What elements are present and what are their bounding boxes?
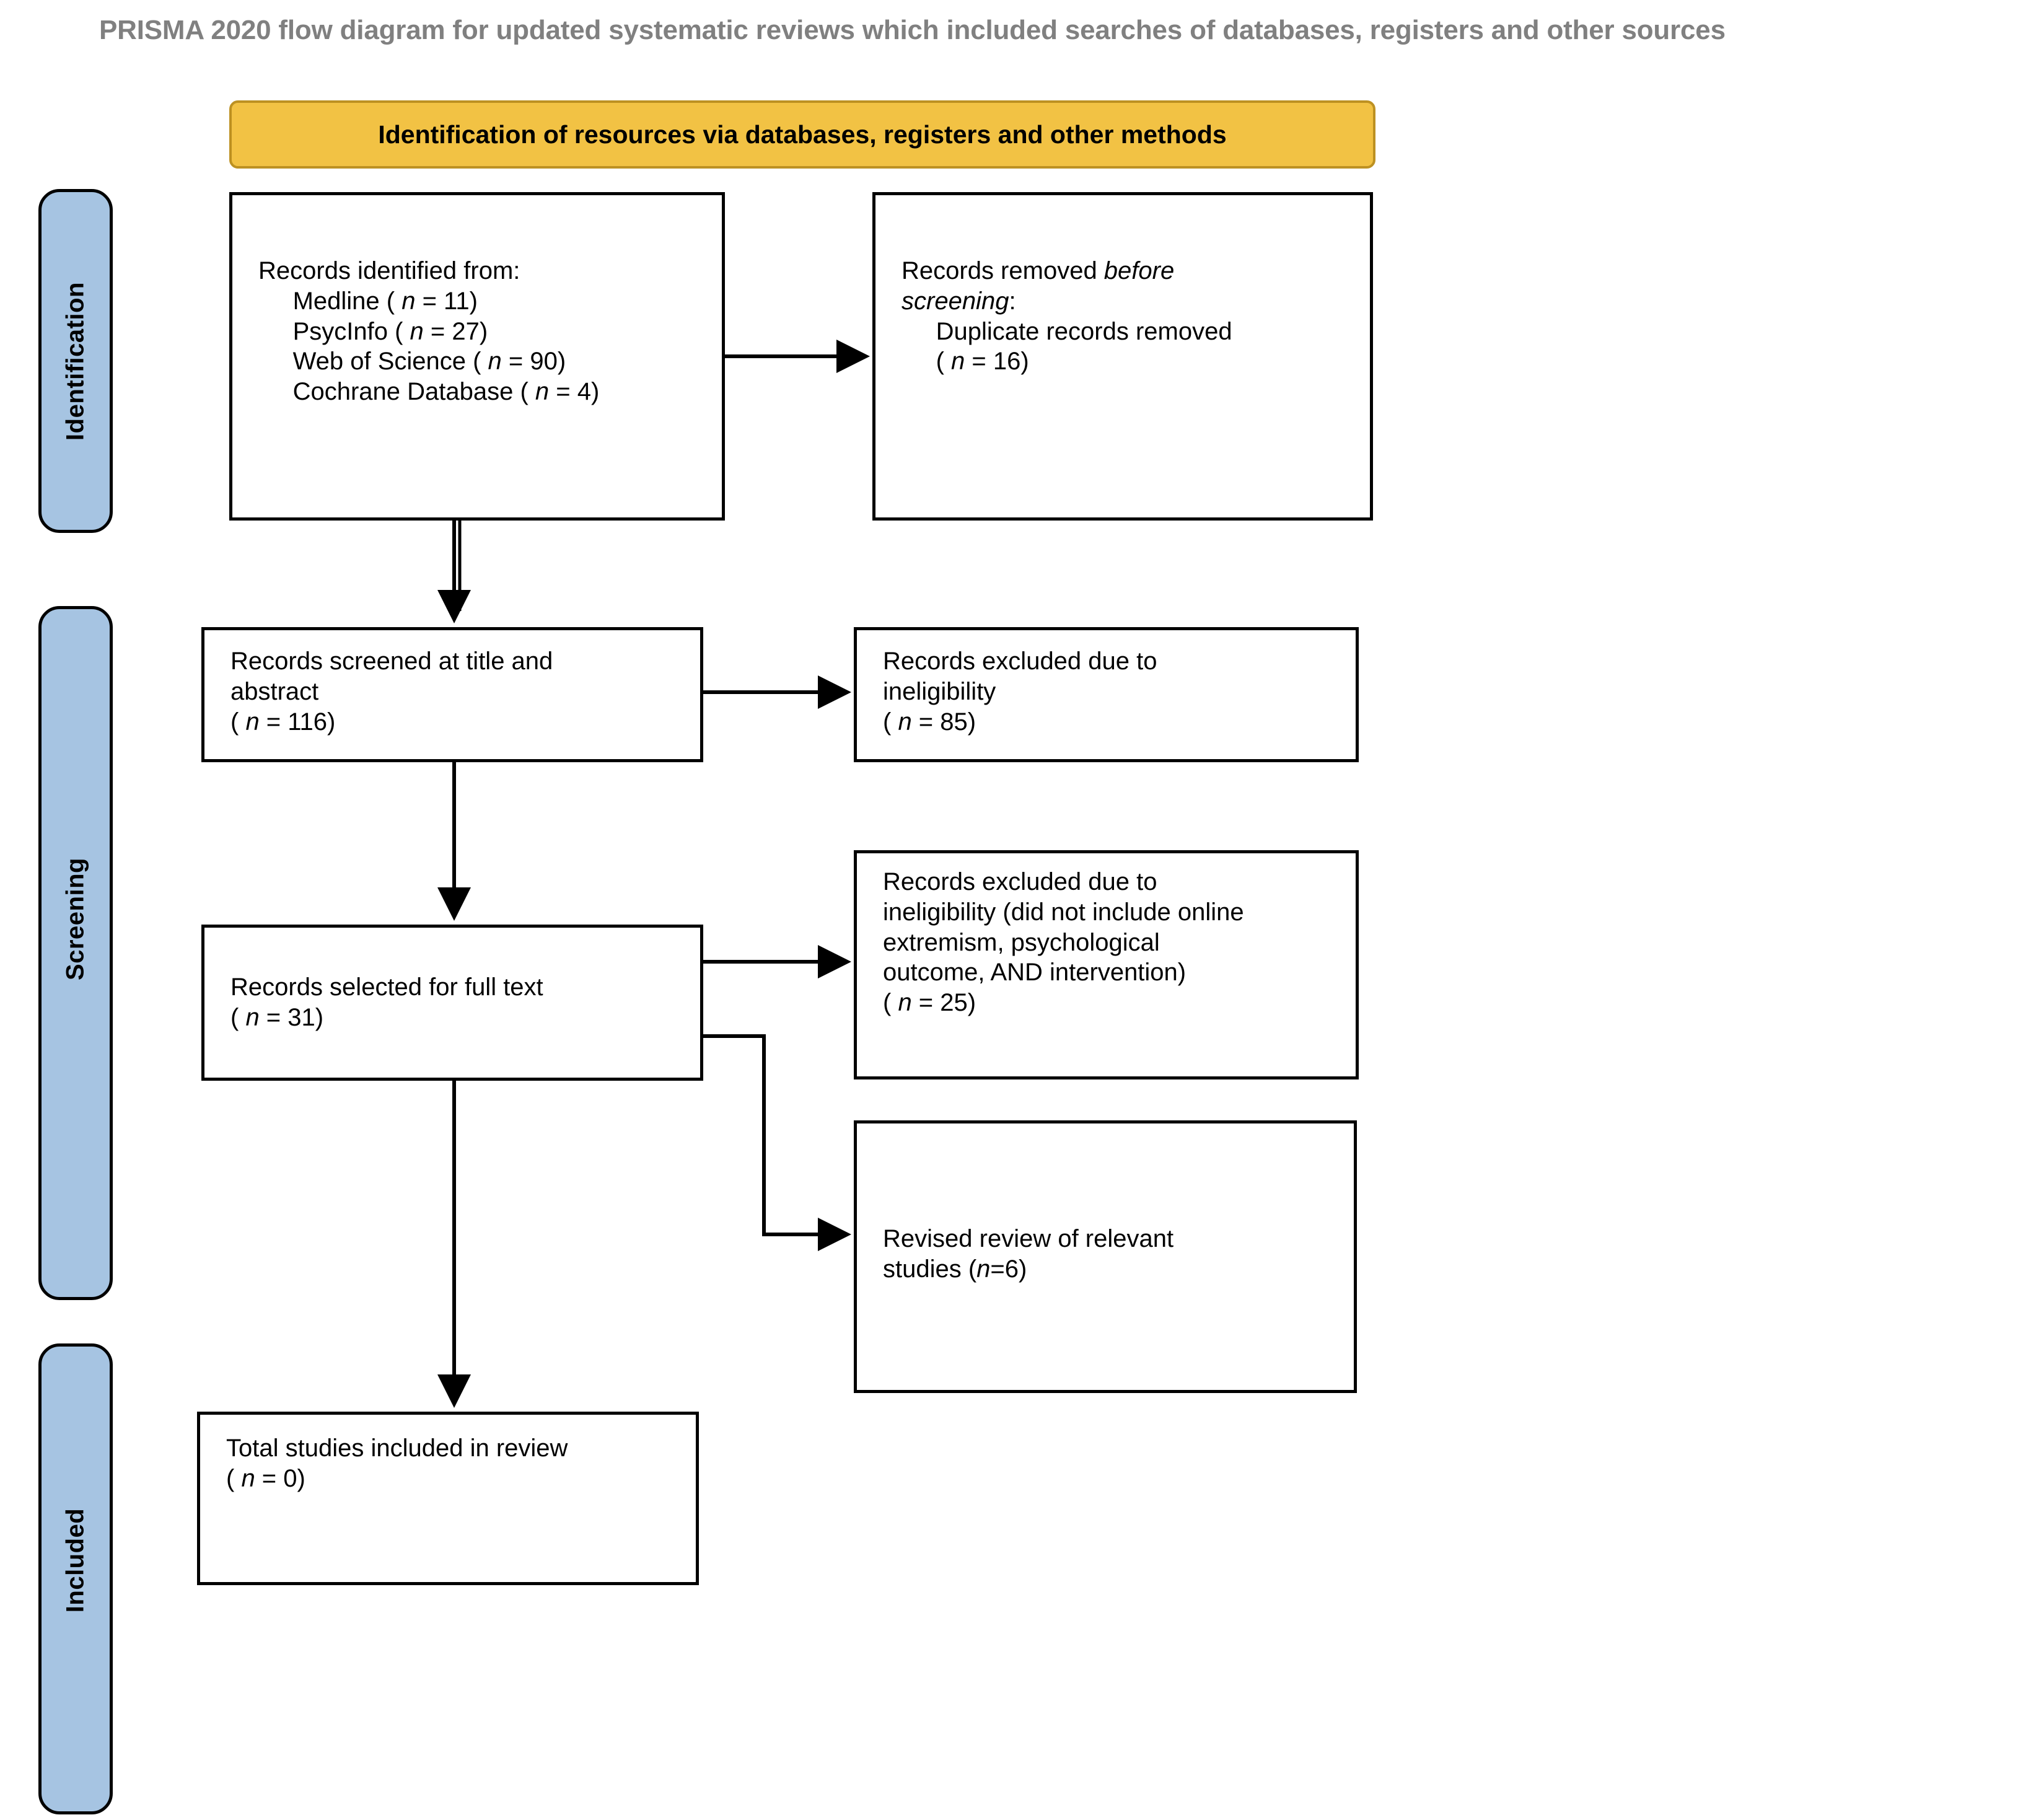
box-records-removed: Records removed before screening: Duplic… [872, 192, 1373, 521]
edge-fulltext-to-revised [703, 1034, 851, 1251]
box-records-excluded-2: Records excluded due to ineligibility (d… [854, 850, 1359, 1079]
box-records-excluded-1-text: Records excluded due to ineligibility ( … [883, 648, 1157, 736]
box-total-studies-text: Total studies included in review ( n = 0… [226, 1435, 568, 1492]
phase-label-identification: Identification [38, 189, 113, 533]
box-records-full-text: Records selected for full text ( n = 31) [201, 925, 703, 1081]
box-records-screened: Records screened at title and abstract (… [201, 627, 703, 762]
page-title: PRISMA 2020 flow diagram for updated sys… [99, 15, 1726, 45]
phase-label-included: Included [38, 1343, 113, 1814]
box-revised-review-text: Revised review of relevant studies (n=6) [883, 1225, 1174, 1283]
phase-label-included-text: Included [61, 1508, 89, 1613]
box-records-identified: Records identified from: Medline ( n = 1… [229, 192, 725, 521]
box-records-excluded-2-text: Records excluded due to ineligibility (d… [883, 868, 1244, 1017]
section-banner-label: Identification of resources via database… [378, 120, 1227, 149]
box-records-screened-text: Records screened at title and abstract (… [230, 648, 553, 736]
box-records-full-text-text: Records selected for full text ( n = 31) [230, 974, 543, 1031]
box-records-identified-text: Records identified from: Medline ( n = 1… [258, 257, 600, 406]
box-total-studies: Total studies included in review ( n = 0… [197, 1412, 699, 1585]
section-banner-identification: Identification of resources via database… [229, 100, 1375, 169]
box-revised-review: Revised review of relevant studies (n=6) [854, 1120, 1357, 1393]
phase-label-screening-text: Screening [61, 857, 89, 980]
phase-label-identification-text: Identification [61, 281, 89, 441]
box-records-removed-text: Records removed before screening: Duplic… [901, 257, 1232, 376]
phase-label-screening: Screening [38, 606, 113, 1300]
box-records-excluded-1: Records excluded due to ineligibility ( … [854, 627, 1359, 762]
